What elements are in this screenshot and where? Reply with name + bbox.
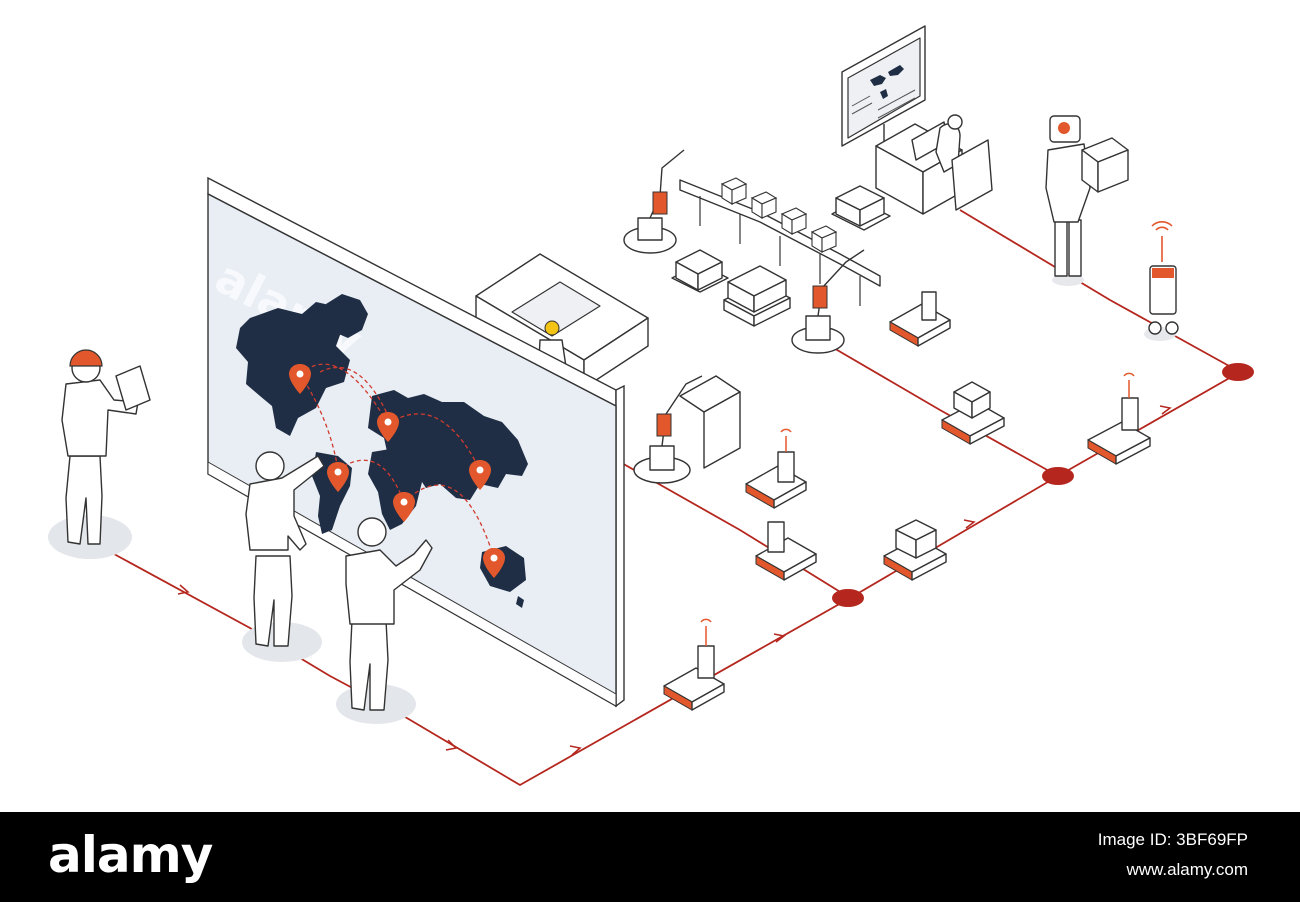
monitor-icon bbox=[870, 65, 904, 99]
hard-hat-icon bbox=[69, 349, 103, 367]
control-station bbox=[841, 25, 993, 215]
logistics-illustration: alamy bbox=[48, 25, 1254, 787]
robot-arm-icon bbox=[623, 149, 685, 254]
wifi-signal-icon bbox=[1151, 221, 1173, 262]
location-pin-icon bbox=[377, 412, 399, 442]
wifi-signal-icon bbox=[700, 618, 712, 646]
location-pin-icon bbox=[289, 364, 311, 394]
footer-bar: alamy Image ID: 3BF69FP www.alamy.com bbox=[0, 812, 1300, 902]
robot-arm-icon bbox=[791, 249, 865, 354]
location-pin-icon bbox=[393, 492, 415, 522]
business-person bbox=[336, 517, 433, 724]
location-pin-icon bbox=[469, 460, 491, 490]
agv-robot-icon bbox=[663, 618, 725, 711]
image-id-label: Image ID: 3BF69FP bbox=[1097, 830, 1248, 849]
pallet-stack bbox=[831, 185, 891, 231]
wifi-signal-icon bbox=[1123, 372, 1135, 398]
route-node bbox=[1222, 363, 1254, 381]
agv-robot-icon bbox=[755, 521, 817, 581]
agv-robot-icon bbox=[889, 291, 951, 347]
pallet-stack bbox=[671, 249, 729, 293]
engineer-with-tablet bbox=[48, 349, 151, 559]
agv-robot-icon bbox=[745, 428, 807, 509]
humanoid-robot-icon bbox=[1045, 115, 1129, 286]
wifi-signal-icon bbox=[780, 428, 792, 452]
delivery-robot bbox=[1144, 221, 1179, 341]
agv-robot-icon bbox=[941, 381, 1005, 445]
business-person bbox=[242, 451, 325, 662]
flight-paths bbox=[299, 363, 495, 559]
brand-logo[interactable]: alamy bbox=[48, 826, 213, 884]
tablet-icon bbox=[115, 365, 151, 411]
route-node bbox=[1042, 467, 1074, 485]
site-url-link[interactable]: www.alamy.com bbox=[1126, 860, 1248, 879]
location-pin-icon bbox=[483, 548, 505, 578]
robot-arm-icon bbox=[633, 375, 741, 484]
location-pin-icon bbox=[327, 462, 349, 492]
route-node bbox=[832, 589, 864, 607]
pallet-stack bbox=[723, 265, 791, 327]
agv-robot-icon bbox=[1087, 372, 1151, 465]
world-map-display: alamy bbox=[207, 176, 625, 708]
production-line bbox=[623, 149, 891, 354]
agv-robot-icon bbox=[883, 519, 947, 581]
